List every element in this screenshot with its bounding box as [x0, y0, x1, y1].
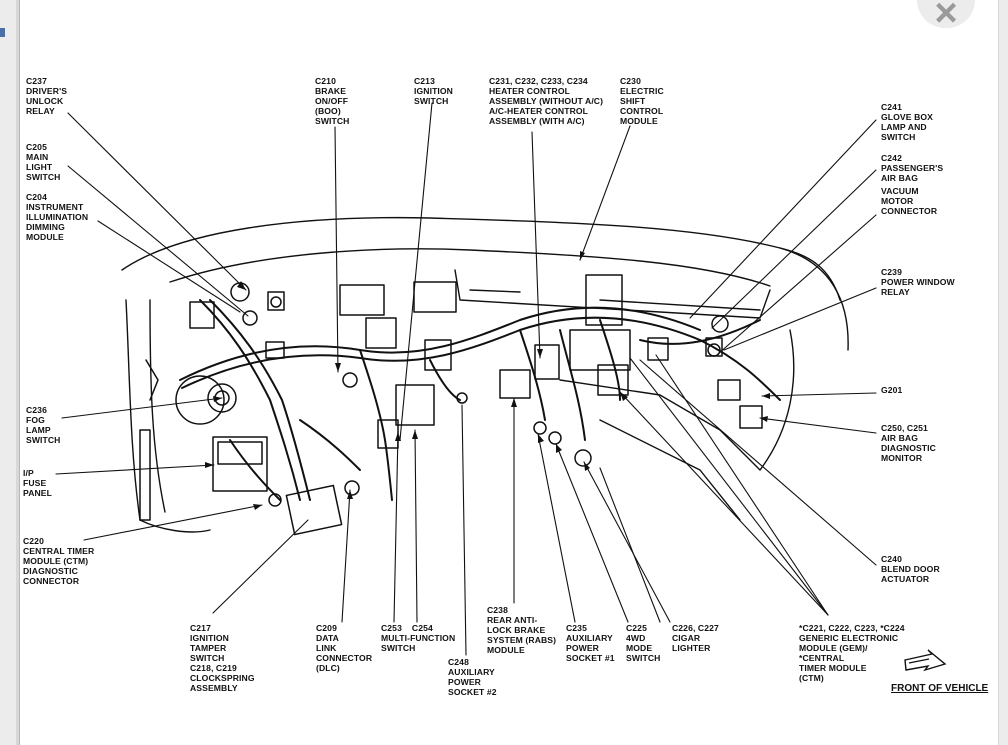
label-c217-ignition-tamper: C217 IGNITION TAMPER SWITCH C218, C219 C…: [190, 623, 255, 693]
cigar-lighter-shape: [574, 449, 592, 467]
label-c204-dimming-module: C204 INSTRUMENT ILLUMINATION DIMMING MOD…: [26, 192, 89, 242]
fog-lamp-switch-shape: [207, 383, 237, 413]
brake-switch-shape: [339, 284, 385, 316]
label-c225-4wd-switch: C225 4WD MODE SWITCH: [626, 623, 661, 663]
air-bag-monitor-shape: [739, 405, 763, 429]
label-g201: G201: [881, 385, 903, 395]
label-c231-heater-control: C231, C232, C233, C234 HEATER CONTROL AS…: [489, 76, 604, 126]
diagram-canvas: [19, 0, 999, 745]
label-ip-fuse-panel: I/P FUSE PANEL: [23, 468, 52, 498]
label-c221-gem-ctm: *C221, C222, C223, *C224 GENERIC ELECTRO…: [799, 623, 905, 683]
heater-control-shape: [585, 274, 623, 326]
label-c235-aux-power-1: C235 AUXILIARY POWER SOCKET #1: [566, 623, 615, 663]
front-arrow-icon: [904, 649, 947, 672]
label-c239-power-window-relay: C239 POWER WINDOW RELAY: [881, 267, 955, 297]
dashboard-outline: [121, 216, 849, 533]
arrowheads: [205, 251, 770, 510]
label-c242-passenger-air-bag: C242 PASSENGER'S AIR BAG: [881, 153, 944, 183]
label-c240-blend-door: C240 BLEND DOOR ACTUATOR: [881, 554, 940, 584]
ip-fuse-panel-shape: [212, 436, 268, 492]
ctm-connector-shape: [285, 484, 343, 536]
front-of-vehicle-label: FRONT OF VEHICLE: [891, 683, 989, 694]
window-border: [16, 0, 19, 745]
label-c241-glove-box: C241 GLOVE BOX LAMP AND SWITCH: [881, 102, 933, 142]
components: [139, 274, 763, 536]
label-c230-shift-control: C230 ELECTRIC SHIFT CONTROL MODULE: [620, 76, 664, 126]
window-left-edge: [0, 0, 19, 745]
label-vacuum-motor-connector: VACUUM MOTOR CONNECTOR: [881, 186, 938, 216]
label-c226-cigar-lighter: C226, C227 CIGAR LIGHTER: [672, 623, 719, 653]
wiring-harness: [179, 299, 781, 501]
label-c220-ctm-connector: C220 CENTRAL TIMER MODULE (CTM) DIAGNOST…: [23, 536, 95, 586]
label-c238-rabs: C238 REAR ANTI- LOCK BRAKE SYSTEM (RABS)…: [487, 605, 557, 655]
label-c250-air-bag-monitor: C250, C251 AIR BAG DIAGNOSTIC MONITOR: [881, 423, 936, 463]
label-c213-ignition-switch: C213 IGNITION SWITCH: [414, 76, 453, 106]
label-c237-drivers-unlock-relay: C237 DRIVER'S UNLOCK RELAY: [26, 76, 68, 116]
leader-lines: [55, 102, 877, 656]
label-c236-fog-lamp-switch: C236 FOG LAMP SWITCH: [26, 405, 61, 445]
label-c210-brake-switch: C210 BRAKE ON/OFF (BOO) SWITCH: [315, 76, 350, 126]
ignition-switch-shape: [413, 281, 457, 313]
rabs-module-shape: [499, 369, 531, 399]
label-c253-c254-multi-function: C253 C254 MULTI-FUNCTION SWITCH: [381, 623, 456, 653]
multi-function-switch-shape: [424, 339, 452, 371]
label-c248-aux-power-2: C248 AUXILIARY POWER SOCKET #2: [448, 657, 497, 697]
window-edge-tab: [0, 28, 5, 37]
close-icon[interactable]: ×: [934, 0, 958, 35]
label-c205-main-light-switch: C205 MAIN LIGHT SWITCH: [26, 142, 61, 182]
label-c209-dlc: C209 DATA LINK CONNECTOR (DLC): [316, 623, 373, 673]
blend-door-shape: [597, 364, 629, 396]
